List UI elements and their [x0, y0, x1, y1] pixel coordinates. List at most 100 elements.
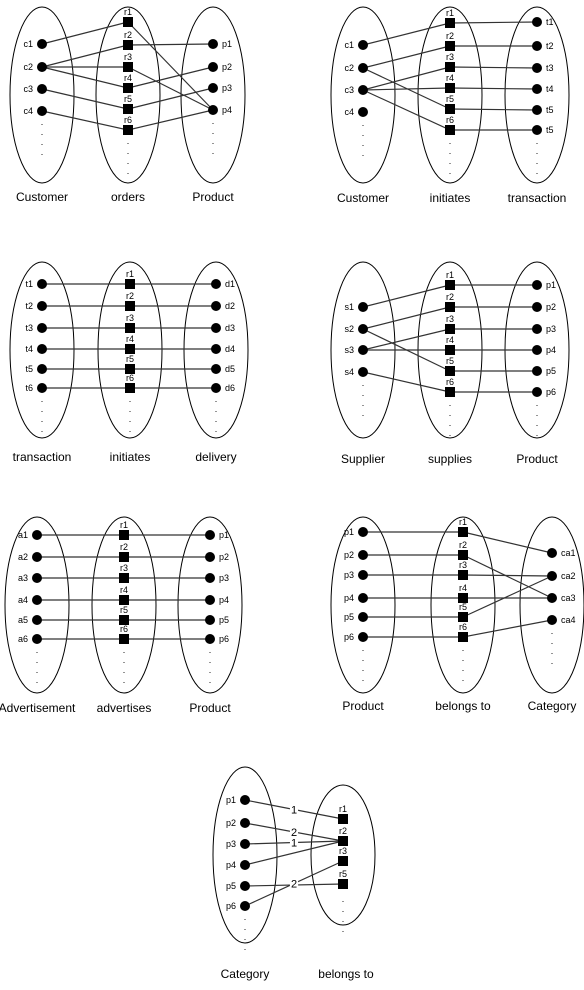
link-right-0-0 [449, 21, 538, 24]
right-node-label: p5 [546, 366, 556, 376]
right-node-t3 [532, 63, 542, 73]
middle-node-r5 [125, 364, 135, 374]
left-more-dots: . [41, 147, 44, 157]
middle-node-label: r2 [446, 31, 454, 41]
link-left-1-1 [362, 45, 451, 69]
middle-node-r3 [119, 573, 129, 583]
right-more-dots: . [551, 656, 554, 666]
right-node-p6 [205, 634, 215, 644]
left-more-dots: . [362, 148, 365, 158]
caption-right: Product [189, 701, 231, 715]
link-left-2-2 [362, 66, 451, 91]
left-node-p4 [240, 860, 250, 870]
right-node-label: ca1 [561, 548, 576, 558]
left-node-p5 [240, 881, 250, 891]
middle-more-dots: . [127, 166, 130, 176]
left-more-dots: . [362, 398, 365, 408]
ellipse-right [504, 6, 570, 184]
middle-node-label: r4 [126, 334, 134, 344]
right-more-dots: . [536, 146, 539, 156]
left-more-dots: . [36, 655, 39, 665]
right-more-dots: . [536, 156, 539, 166]
right-node-p1 [205, 530, 215, 540]
left-node-c1 [37, 39, 47, 49]
middle-node-r5 [445, 104, 455, 114]
left-node-label: p6 [344, 632, 354, 642]
left-node-t1 [37, 279, 47, 289]
left-more-dots: . [41, 404, 44, 414]
ellipse-left [9, 261, 75, 439]
right-node-label: p3 [222, 83, 232, 93]
right-node-p4 [532, 345, 542, 355]
caption-right: delivery [195, 450, 236, 464]
right-node-label: p1 [222, 39, 232, 49]
left-more-dots: . [362, 643, 365, 653]
left-node-a2 [32, 552, 42, 562]
middle-node-label: r1 [120, 520, 128, 530]
left-node-s1 [358, 302, 368, 312]
middle-node-label: r3 [446, 52, 454, 62]
right-node-label: t1 [546, 17, 554, 27]
middle-node-r1 [119, 530, 129, 540]
middle-more-dots: . [127, 146, 130, 156]
link-label-0: 1 [291, 805, 297, 817]
ellipse-right [177, 516, 243, 694]
right-node-t4 [532, 84, 542, 94]
middle-node-r3 [458, 570, 468, 580]
right-node-label: t2 [546, 41, 554, 51]
left-node-p4 [358, 593, 368, 603]
right-more-dots: . [212, 116, 215, 126]
caption-middle: belongs to [435, 699, 491, 713]
link-right-3-1 [127, 66, 214, 89]
link-right-5-3 [462, 619, 553, 638]
caption-left: transaction [13, 450, 72, 464]
right-more-dots: . [209, 675, 212, 685]
middle-more-dots: . [449, 428, 452, 438]
right-node-p2 [532, 302, 542, 312]
right-more-dots: . [536, 408, 539, 418]
left-node-t4 [37, 344, 47, 354]
left-node-p3 [358, 570, 368, 580]
middle-more-dots: . [342, 924, 345, 934]
left-node-label: c2 [23, 62, 33, 72]
right-node-t5 [532, 105, 542, 115]
diagram-category-belongs-to: 12112p1p2p3p4p5p6r1r2r3r5........Categor… [212, 766, 376, 981]
left-more-dots: . [41, 424, 44, 434]
middle-node-label: r2 [126, 291, 134, 301]
middle-node-label: r5 [124, 94, 132, 104]
middle-node-r5 [123, 104, 133, 114]
middle-node-label: r5 [459, 602, 467, 612]
diagram-transaction-initiates-delivery: t1t2t3t4t5t6r1r2r3r4r5r6d1d2d3d4d5d6....… [9, 261, 249, 464]
right-node-p5 [205, 615, 215, 625]
middle-node-r1 [445, 18, 455, 28]
left-node-p5 [358, 612, 368, 622]
link-right-2-2 [449, 66, 538, 69]
left-node-c3 [358, 85, 368, 95]
middle-node-label: r1 [339, 804, 347, 814]
left-more-dots: . [36, 675, 39, 685]
left-node-s2 [358, 324, 368, 334]
ellipse-right [183, 261, 249, 439]
ellipse-left [330, 516, 396, 694]
right-node-p4 [205, 595, 215, 605]
middle-node-label: r1 [446, 270, 454, 280]
middle-node-r6 [125, 383, 135, 393]
right-node-label: p2 [219, 552, 229, 562]
middle-node-label: r3 [126, 313, 134, 323]
left-more-dots: . [41, 414, 44, 424]
left-node-label: a4 [18, 595, 28, 605]
right-node-p3 [205, 573, 215, 583]
left-more-dots: . [41, 127, 44, 137]
left-node-a6 [32, 634, 42, 644]
caption-middle: initiates [110, 450, 151, 464]
ellipse-right [519, 516, 584, 694]
caption-left: Advertisement [0, 701, 76, 715]
middle-more-dots: . [449, 418, 452, 428]
middle-node-label: r1 [126, 269, 134, 279]
left-node-s3 [358, 345, 368, 355]
middle-node-r4 [445, 345, 455, 355]
right-node-p1 [532, 280, 542, 290]
caption-left: Customer [337, 191, 389, 205]
middle-more-dots: . [462, 673, 465, 683]
middle-node-r1 [125, 279, 135, 289]
